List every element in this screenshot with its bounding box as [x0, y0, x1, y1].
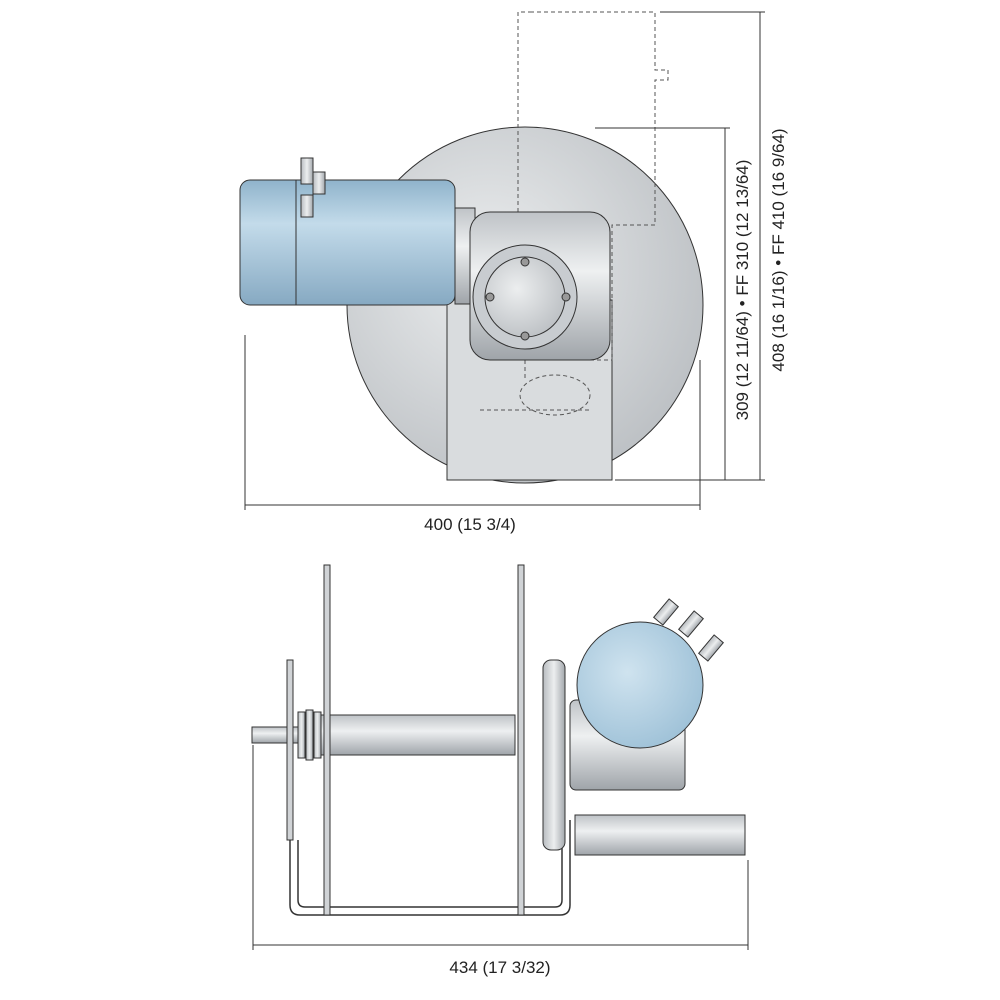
- hidden-lever-outline: [480, 11, 669, 416]
- gearbox-cap: [484, 256, 566, 338]
- drum-shaft: [299, 714, 516, 756]
- dimension-height-total: 408 (16 1/16) • FF 410 (16 9/64): [769, 128, 788, 371]
- clutch-lever: [542, 659, 566, 851]
- motor-housing: [239, 179, 456, 306]
- dimension-width-bottom: 434 (17 3/32): [449, 958, 550, 977]
- dimension-width-top: 400 (15 3/4): [424, 515, 516, 534]
- motor-end: [576, 621, 704, 749]
- drum-flange-right: [517, 564, 525, 916]
- shaft-end: [251, 726, 303, 744]
- dimension-lines-bottom: [252, 745, 749, 950]
- side-view: 434 (17 3/32): [251, 564, 749, 977]
- spring: [297, 709, 322, 761]
- base-frame: [289, 820, 571, 916]
- left-small-flange: [286, 659, 294, 841]
- brake-cylinder: [574, 814, 746, 856]
- dimension-height-drum: 309 (12 11/64) • FF 310 (12 13/64): [733, 160, 752, 421]
- drum-flange-left: [323, 564, 331, 916]
- top-view: 400 (15 3/4) 309 (12 11/64) • FF 310 (12…: [239, 11, 788, 534]
- terminal-studs-side: [652, 598, 725, 662]
- terminal-studs: [300, 157, 326, 218]
- dimension-lines: [244, 11, 765, 510]
